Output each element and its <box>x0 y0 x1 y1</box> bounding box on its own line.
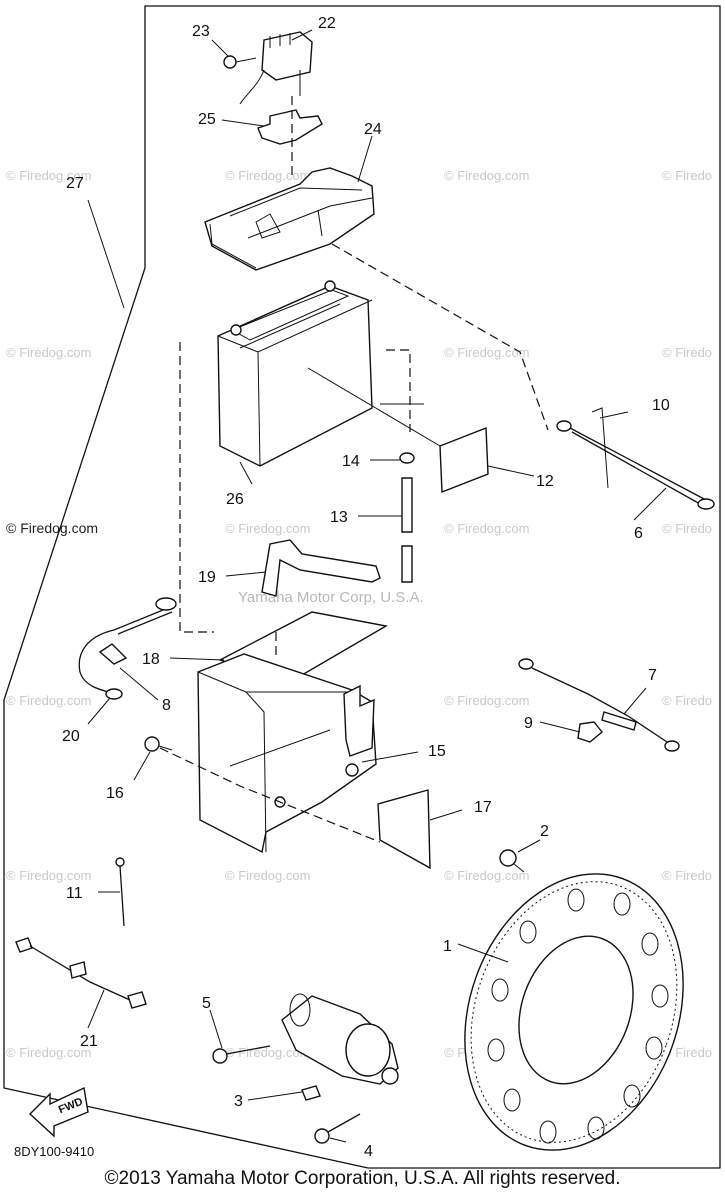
fwd-arrow-icon: FWD <box>28 1086 89 1138</box>
callout-9: 9 <box>524 715 533 732</box>
watermark: © Firedo <box>662 693 712 708</box>
callout-11: 11 <box>66 885 83 902</box>
watermark: © Firedo <box>662 168 712 183</box>
watermark: © Firedog.com <box>6 693 91 708</box>
watermark: © Firedog.com <box>6 345 91 360</box>
guide-line <box>307 367 441 447</box>
watermark: © Firedog.com <box>225 868 310 883</box>
watermark: © Firedog.com <box>6 168 91 183</box>
callout-22: 22 <box>318 15 336 32</box>
watermark: © Firedog.com <box>225 168 310 183</box>
watermark: © Firedog.com <box>444 345 529 360</box>
breather-hose-lower <box>401 545 413 583</box>
breather-cap <box>399 452 415 464</box>
leader-lines <box>87 29 667 1143</box>
watermark: © Firedog.com <box>444 693 529 708</box>
callout-27: 27 <box>66 175 84 192</box>
watermark: © Firedo <box>662 868 712 883</box>
callout-6: 6 <box>634 525 643 542</box>
case-plate <box>377 789 431 870</box>
positive-cable <box>78 597 177 700</box>
battery-case <box>197 653 377 854</box>
watermark: © Firedog.com <box>444 868 529 883</box>
callout-26: 26 <box>226 491 244 508</box>
callout-2: 2 <box>540 823 549 840</box>
callout-7: 7 <box>648 667 657 684</box>
bolt-23 <box>223 55 257 69</box>
nut-3 <box>301 1085 321 1101</box>
watermark: © Firedog.com <box>225 521 310 536</box>
bolt-2 <box>499 849 525 873</box>
callout-12: 12 <box>536 473 554 490</box>
sensor-disc <box>464 873 684 1151</box>
callout-13: 13 <box>330 509 348 526</box>
callout-23: 23 <box>192 23 210 40</box>
wire-lead-21 <box>15 937 147 1009</box>
watermark: © Firedo <box>662 1045 712 1060</box>
guide-line <box>179 342 214 633</box>
callout-24: 24 <box>364 121 382 138</box>
lead-wire <box>518 658 680 752</box>
callout-10: 10 <box>652 397 670 414</box>
watermark: © Firedog.com <box>225 1045 310 1060</box>
callout-1: 1 <box>443 938 452 955</box>
negative-cable <box>556 407 715 510</box>
watermark: © Firedog.com <box>6 520 98 536</box>
callout-16: 16 <box>106 785 124 802</box>
watermark: © Firedog.com <box>6 1045 91 1060</box>
callout-21: 21 <box>80 1033 98 1050</box>
battery-cover <box>204 167 375 271</box>
breather-hose <box>401 477 413 533</box>
watermark: © Firedo <box>662 345 712 360</box>
assembly-border <box>3 5 721 1169</box>
callout-15: 15 <box>428 743 446 760</box>
starter-relay <box>239 31 313 105</box>
callout-numbers: 1 2 3 4 5 6 7 8 9 10 11 12 13 14 15 16 1… <box>62 15 670 1160</box>
cable-band <box>115 857 125 927</box>
callout-18: 18 <box>142 651 160 668</box>
callout-20: 20 <box>62 728 80 745</box>
battery-band <box>261 539 381 597</box>
callout-5: 5 <box>202 995 211 1012</box>
bolt-5 <box>212 1045 271 1064</box>
watermark: © Firedog.com <box>444 168 529 183</box>
guide-line <box>386 349 411 432</box>
bolt-4 <box>314 1113 361 1144</box>
callout-3: 3 <box>234 1093 243 1110</box>
bolt-16 <box>144 736 173 752</box>
manufacturer-watermark: Yamaha Motor Corp, U.S.A. <box>238 589 424 606</box>
callout-8: 8 <box>162 697 171 714</box>
guide-line <box>159 747 381 843</box>
callout-17: 17 <box>474 799 492 816</box>
battery-pad <box>439 426 489 494</box>
starter-motor <box>281 993 399 1085</box>
callout-14: 14 <box>342 453 360 470</box>
watermark: © Firedog.com <box>6 868 91 883</box>
watermark: © Firedog.com <box>444 521 529 536</box>
battery <box>217 280 373 467</box>
guide-line <box>331 243 549 431</box>
callout-25: 25 <box>198 111 216 128</box>
diagram-code: 8DY100-9410 <box>14 1144 94 1159</box>
relay-bracket <box>257 109 323 145</box>
callout-4: 4 <box>364 1143 373 1160</box>
callout-19: 19 <box>198 569 216 586</box>
copyright-notice: ©2013 Yamaha Motor Corporation, U.S.A. A… <box>104 1168 621 1189</box>
watermark: © Firedo <box>662 521 712 536</box>
